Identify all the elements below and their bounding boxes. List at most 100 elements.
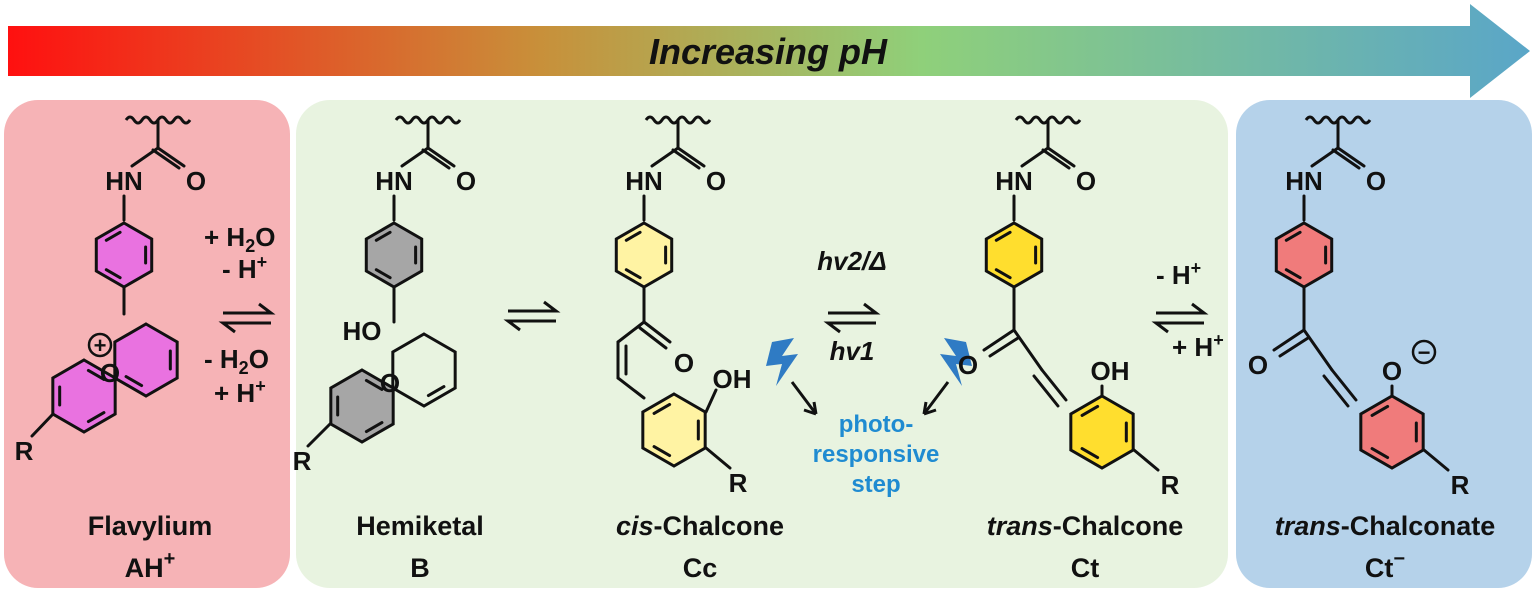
species-name-flavylium: Flavylium [88, 511, 213, 541]
middle-panel [296, 100, 1228, 588]
hydroxyl: OH [1091, 356, 1130, 386]
bond [1132, 448, 1160, 472]
aromatic-bond [374, 230, 392, 242]
reverse-arrow [823, 321, 876, 334]
aromatic-bond [994, 268, 1012, 280]
species-code-flavylium: AH+ [125, 548, 176, 583]
forward-arrow [1156, 302, 1209, 315]
bond [1040, 368, 1068, 402]
bond [1272, 328, 1306, 352]
forward-arrow [223, 302, 276, 315]
amide-nh: HN [375, 166, 413, 196]
bond [1310, 146, 1340, 168]
carbonyl-oxygen: O [1366, 166, 1386, 196]
carbonyl-oxygen: O [456, 166, 476, 196]
aromatic-bond [1370, 447, 1390, 460]
double-bond [638, 326, 668, 350]
positive-charge [87, 332, 113, 358]
amide-nh: HN [625, 166, 663, 196]
ph-arrow-title: Increasing pH [649, 31, 888, 72]
forward-arrow [828, 302, 881, 315]
aromatic-bond [364, 421, 384, 434]
reverse-arrow [503, 319, 556, 332]
chalconate-panel [1236, 100, 1532, 588]
bond [676, 146, 706, 168]
aromatic-bond [374, 268, 392, 280]
aromatic-bond [624, 230, 642, 242]
bond [704, 388, 718, 414]
photo-arrow-head [803, 401, 818, 416]
forward-arrow [508, 300, 561, 313]
aromatic-bond [652, 445, 672, 458]
condition-hv2-heat: hv2/Δ [817, 246, 886, 276]
bond [616, 320, 646, 344]
r-group: R [15, 436, 34, 466]
amide-nh: HN [995, 166, 1033, 196]
bond [306, 422, 332, 448]
charge-minus: − [1418, 340, 1431, 365]
photo-responsive-label: photo- [839, 411, 914, 438]
bond [1330, 368, 1358, 402]
bond [400, 146, 430, 168]
condition-remove-proton: - H+ [222, 252, 267, 284]
condition-hv1: hv1 [830, 336, 875, 366]
species-code-trans: Ct [1071, 553, 1100, 583]
species-name-trans: trans-Chalcone [987, 511, 1184, 541]
photo-arrow [790, 381, 818, 415]
equilibrium-arrow-2 [503, 300, 561, 332]
aromatic-bond [624, 268, 642, 280]
r-group: R [1451, 470, 1470, 500]
bond [426, 146, 456, 168]
condition-deprotonation: - H+ [1156, 258, 1201, 290]
photo-arrow [922, 381, 950, 415]
double-bond [1278, 336, 1310, 358]
aromatic-bond [364, 378, 384, 391]
hydroxyl: OH [713, 364, 752, 394]
phenyl-ring [614, 221, 674, 289]
condition-add-water: + H2O [204, 222, 275, 256]
aromatic-bond [1284, 268, 1302, 280]
aromatic-bond [1080, 447, 1100, 460]
species-code-hemiketal: B [410, 553, 430, 583]
bond [30, 412, 55, 438]
species-name-cis: cis-Chalcone [616, 511, 784, 541]
carbonyl-oxygen: O [706, 166, 726, 196]
bond [130, 146, 160, 168]
hydroxyl: HO [343, 316, 382, 346]
ring-oxygen: O [100, 358, 120, 388]
phenyl-ring [94, 221, 154, 289]
double-bond [671, 148, 701, 170]
bond [1012, 328, 1044, 372]
phenyl-ring [1274, 221, 1334, 289]
condition-remove-water: - H2O [204, 344, 269, 378]
aromatic-bond [426, 385, 446, 398]
lightning-bolt-icon [766, 338, 798, 386]
aromatic-bond [994, 230, 1012, 242]
bond [650, 146, 680, 168]
species-name-chalconate: trans-Chalconate [1275, 511, 1496, 541]
photo-arrow-head [922, 401, 937, 416]
carbonyl-oxygen: O [186, 166, 206, 196]
bond [1302, 328, 1334, 372]
carbonyl-oxygen: O [958, 350, 978, 380]
bond [1336, 146, 1366, 168]
photo-responsive-label: responsive [813, 441, 940, 468]
double-bond [151, 148, 181, 170]
aromatic-bond [86, 368, 106, 381]
photo-responsive-label: step [851, 471, 900, 498]
ring-oxygen: O [380, 368, 400, 398]
aromatic-bond [652, 402, 672, 415]
carbonyl-oxygen: O [1076, 166, 1096, 196]
double-bond [1041, 148, 1071, 170]
double-bond [988, 336, 1020, 358]
bond [704, 446, 732, 470]
equilibrium-arrow-4 [1151, 302, 1209, 334]
species-code-chalconate: Ct− [1365, 548, 1405, 583]
reverse-arrow [1151, 321, 1204, 334]
aromatic-bond [1284, 230, 1302, 242]
double-bond [1032, 374, 1060, 408]
bond [982, 328, 1016, 352]
aromatic-bond [1080, 404, 1100, 417]
reverse-arrow [218, 321, 271, 334]
